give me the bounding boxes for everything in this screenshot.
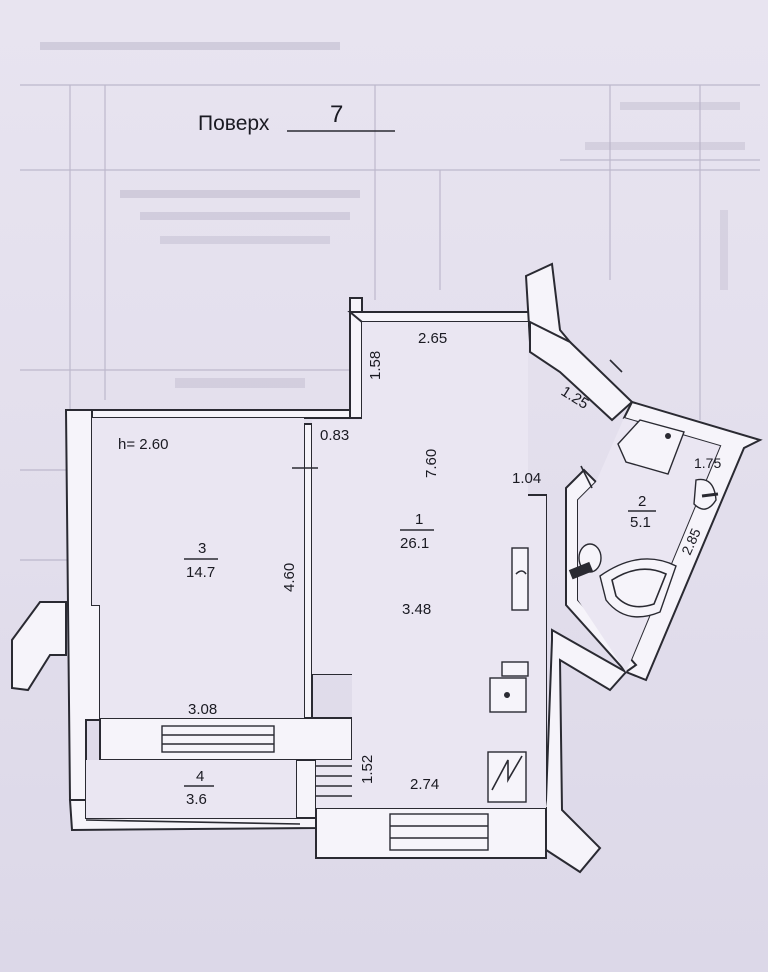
fridge-mark [491,755,523,791]
room-1-area: 26.1 [400,535,429,552]
wall-left-protrusion [11,601,67,692]
room-1-number: 1 [415,511,423,528]
wall-room4-right [295,759,317,819]
stove-icon [489,677,527,713]
wall-lower-right [538,628,628,874]
dim-7-60: 7.60 [423,449,440,478]
room-2-number: 2 [638,493,646,510]
room-3-tag: 3 14.7 [184,540,218,581]
room-3-area: 14.7 [186,564,215,581]
wall-diagonal-bath [529,320,634,422]
room-3-floor [92,418,304,718]
room-4-floor [86,760,296,818]
floor-label: Поверх [198,112,270,135]
window-room3 [161,725,275,753]
room-1-floor [312,322,546,808]
toilet-tank [568,561,593,580]
dim-1-75: 1.75 [694,455,721,471]
dim-2-74: 2.74 [410,776,439,793]
balcony-rail [85,819,301,825]
room-1-tag: 1 26.1 [400,511,434,552]
dim-0-83: 0.83 [320,427,349,444]
room-4-tag: 4 3.6 [184,768,214,808]
wall-top-room1 [347,311,531,323]
door-mark-top [609,359,623,373]
sink-icon [511,547,529,611]
window-kitchen [389,813,489,851]
dim-1-58: 1.58 [367,351,384,380]
room-4-area: 3.6 [186,791,207,808]
floor-number: 7 [330,101,343,128]
openings [85,359,623,851]
dim-1-52: 1.52 [359,755,376,784]
room-3-number: 3 [198,540,206,557]
ceiling-height: h= 2.60 [118,436,168,453]
dim-3-08: 3.08 [188,701,217,718]
wall-top-room3 [91,409,351,419]
room-2-tag: 2 5.1 [628,493,656,531]
dim-3-48: 3.48 [402,601,431,618]
dim-2-65: 2.65 [418,330,447,347]
bathtub-inner [611,568,668,608]
door-mark-bath [580,465,593,489]
shower-drain [665,433,671,439]
counter-top [501,661,529,677]
bathtub-icon [599,558,677,618]
sink-basin [515,570,527,575]
balcony-door-hatch [316,765,352,797]
washbasin-tap [701,492,719,498]
dim-4-60: 4.60 [281,563,298,592]
kitchen-fixtures [487,547,529,803]
room-4-number: 4 [196,768,204,785]
room-2-area: 5.1 [630,514,651,531]
dim-1-04: 1.04 [512,470,541,487]
stove-burner [504,692,510,698]
bathroom-fixtures [568,419,719,618]
